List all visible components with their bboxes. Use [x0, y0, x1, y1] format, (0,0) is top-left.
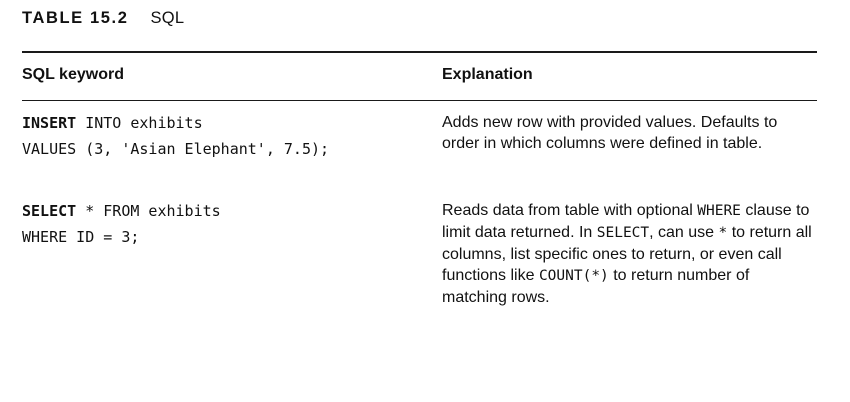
inline-code: SELECT: [596, 225, 650, 241]
code-cell: SELECT * FROM exhibits WHERE ID = 3;: [22, 198, 221, 250]
sql-keyword: INSERT: [22, 114, 77, 132]
table-title: SQL: [150, 9, 185, 27]
code-text: WHERE ID = 3;: [22, 228, 140, 246]
table-top-rule: [22, 51, 817, 53]
explanation-text: to return number of matching rows.: [442, 267, 750, 306]
inline-code: COUNT(*): [538, 268, 609, 284]
header-explanation: Explanation: [442, 66, 533, 83]
code-text: * FROM exhibits: [76, 202, 221, 220]
header-rule: [22, 100, 817, 101]
explanation-text: Reads data from table with optional: [442, 202, 698, 219]
inline-code: *: [718, 225, 728, 241]
header-sql-keyword: SQL keyword: [22, 66, 124, 83]
explanation-text: to return all columns, list specific one…: [442, 224, 812, 284]
table-caption: TABLE 15.2 SQL: [22, 9, 184, 28]
explanation-text: , can use: [649, 224, 719, 241]
code-text: VALUES (3, 'Asian Elephant', 7.5);: [22, 140, 330, 158]
code-cell: INSERT INTO exhibits VALUES (3, 'Asian E…: [22, 110, 329, 162]
table-number: TABLE 15.2: [22, 9, 129, 27]
explanation-text: clause to limit data returned. In: [442, 202, 810, 241]
explanation-cell: Adds new row with provided values. Defau…: [442, 114, 778, 152]
explanation-cell: Reads data from table with optional WHER…: [442, 200, 817, 308]
code-text: INTO exhibits: [76, 114, 203, 132]
sql-keyword: SELECT: [22, 202, 77, 220]
inline-code: WHERE: [697, 203, 741, 219]
